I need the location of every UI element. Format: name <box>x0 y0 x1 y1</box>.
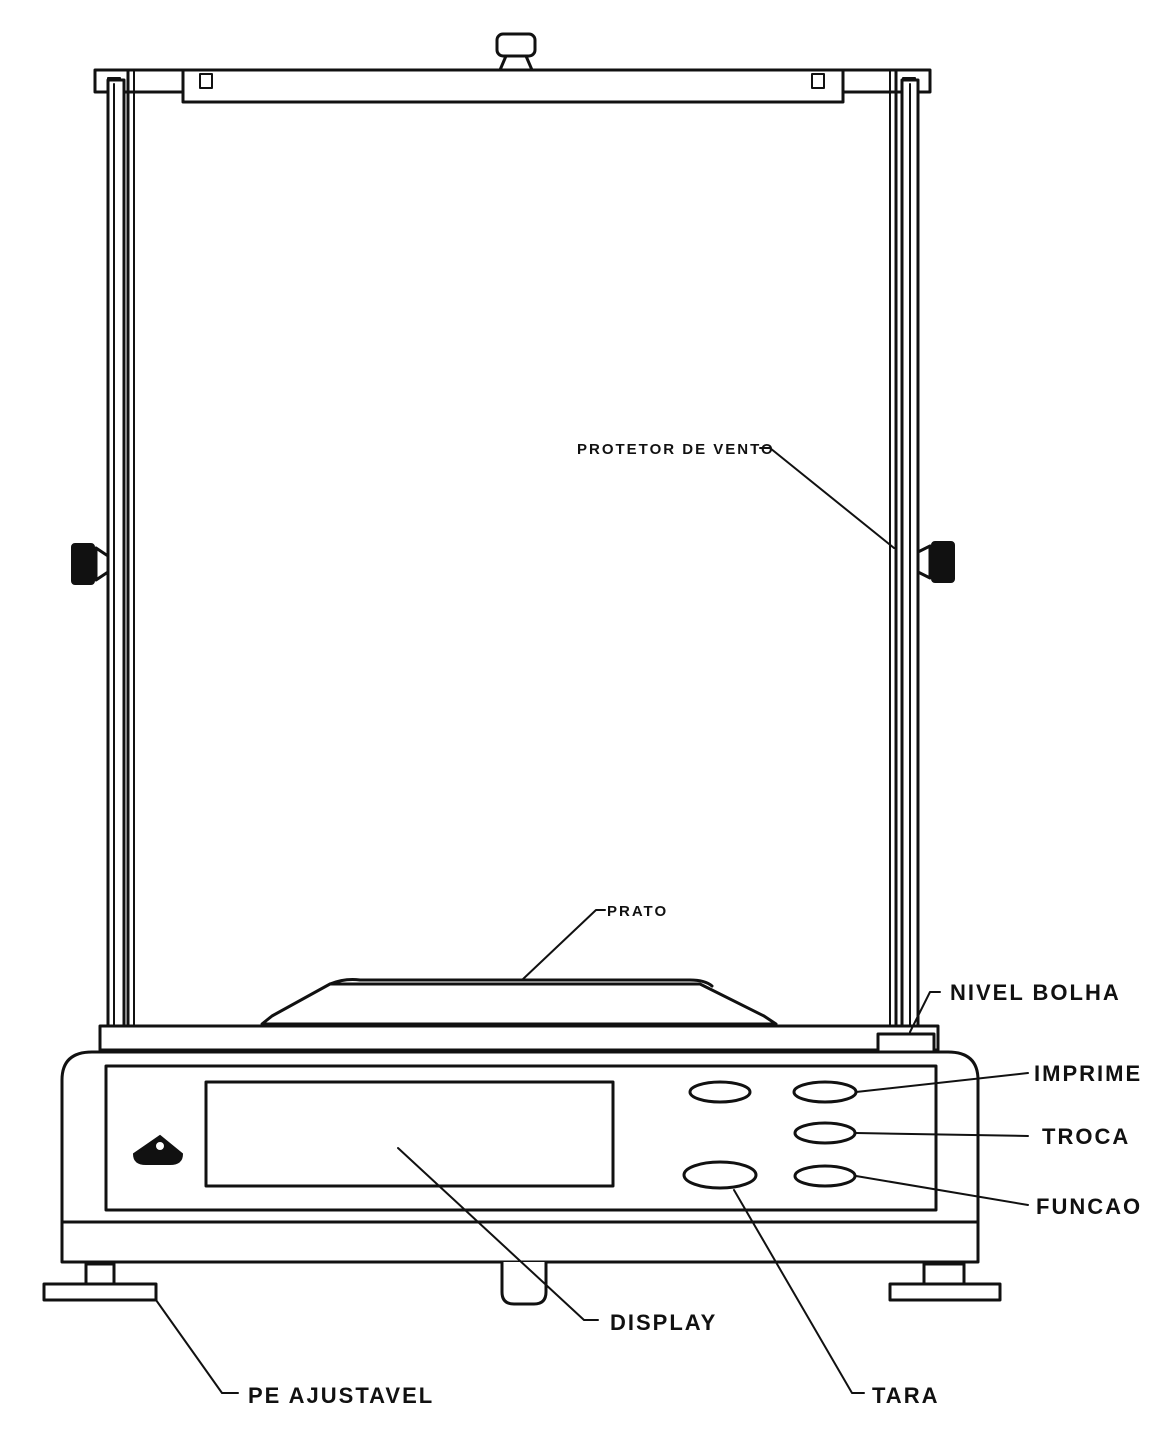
base-top-plate <box>98 1024 940 1052</box>
label-funcao: FUNCAO <box>1036 1194 1142 1219</box>
weighing-pan <box>260 978 778 1026</box>
control-panel <box>104 1064 938 1212</box>
top-knob[interactable] <box>495 32 537 72</box>
label-imprime: IMPRIME <box>1034 1061 1142 1086</box>
label-tara: TARA <box>872 1383 939 1408</box>
adjustable-foot-left[interactable] <box>42 1262 158 1302</box>
label-nivel-bolha: NIVEL BOLHA <box>950 980 1121 1005</box>
label-display: DISPLAY <box>610 1310 717 1335</box>
display-window <box>204 1080 615 1188</box>
funcao-button[interactable] <box>793 1164 857 1188</box>
wind-shield <box>71 32 955 1052</box>
label-protetor-de-vento: PROTETOR DE VENTO <box>577 441 775 458</box>
label-pe-ajustavel: PE AJUSTAVEL <box>248 1383 434 1408</box>
leader-lines <box>155 447 1029 1394</box>
triangle-logo-icon <box>132 1134 184 1165</box>
imprime-button[interactable] <box>792 1080 858 1104</box>
top-clip-right <box>811 73 825 89</box>
troca-button[interactable] <box>793 1121 857 1145</box>
right-side-knob[interactable] <box>916 541 955 583</box>
bubble-level <box>876 1032 936 1054</box>
top-clip-left <box>199 73 213 89</box>
tara-button[interactable] <box>682 1160 758 1190</box>
label-troca: TROCA <box>1042 1124 1130 1149</box>
left-side-knob[interactable] <box>71 543 110 585</box>
button-unlabeled[interactable] <box>688 1080 752 1104</box>
adjustable-foot-right[interactable] <box>888 1262 1002 1302</box>
left-post <box>106 78 126 1052</box>
center-foot <box>500 1262 548 1306</box>
label-prato: PRATO <box>607 903 668 920</box>
top-rail <box>181 68 845 104</box>
